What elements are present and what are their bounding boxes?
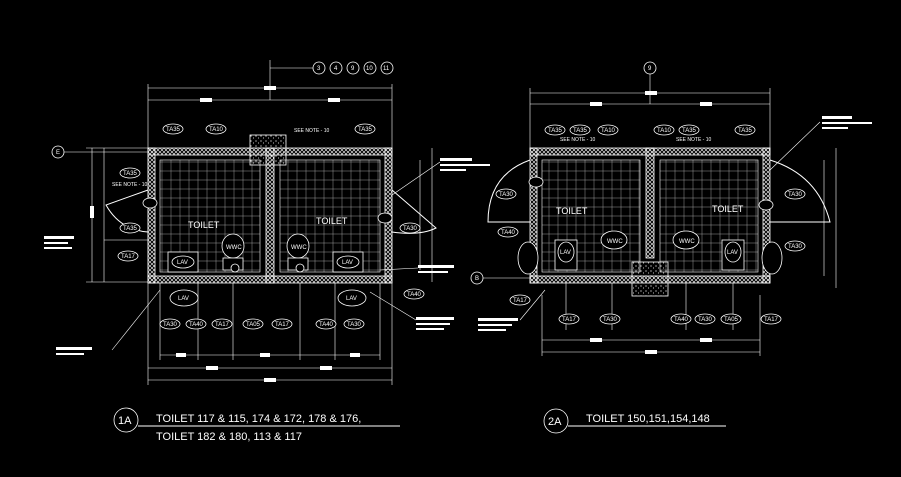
room-label-1a-left: TOILET xyxy=(188,220,220,230)
lav-lower-label-1a-right: LAV xyxy=(346,296,357,302)
room-label-2a-left: TOILET xyxy=(556,206,588,216)
title-bubble-2a xyxy=(543,408,569,434)
tag-2a-14: TA30 xyxy=(698,317,713,323)
grid-ref-2a-9: 9 xyxy=(648,66,652,72)
door-swing-1a-left xyxy=(105,189,149,233)
title-line2-1a: TOILET 182 & 180, 113 & 117 xyxy=(156,431,302,443)
grid-bubble-2a-9 xyxy=(643,61,657,75)
tag-1a-0: TA35 xyxy=(166,127,181,133)
tags-1a: TA35 TA10 TA35 TA35 TA35 TA30 TA17 TA30 … xyxy=(117,123,425,330)
grid-bubble-9 xyxy=(346,61,360,75)
grid-bubble-10 xyxy=(363,61,377,75)
door-swing-1a-right xyxy=(391,189,437,234)
grid-ref-b: B xyxy=(475,276,479,282)
tag-2a-12: TA30 xyxy=(603,317,618,323)
fixtures-left-1a: LAV WWC xyxy=(167,233,245,273)
tag-1a-12: TA40 xyxy=(319,322,334,328)
room-label-1a-right: TOILET xyxy=(316,216,348,226)
tag-2a-1: TA35 xyxy=(573,128,588,134)
tag-1a-4: TA35 xyxy=(123,226,138,232)
grid-ref-9: 9 xyxy=(351,66,355,72)
grid-bubble-11 xyxy=(380,61,394,75)
tag-1a-5: TA30 xyxy=(403,226,418,232)
see-note-1a-left: SEE NOTE - 10 xyxy=(112,182,148,188)
leader-notes-2a xyxy=(478,116,872,331)
lav-label-1a-left: LAV xyxy=(177,260,188,266)
tag-2a-11: TA17 xyxy=(562,317,577,323)
lav-lower-label-1a-left: LAV xyxy=(178,296,189,302)
lav-label-2a-left: LAV xyxy=(560,250,571,256)
door-swing-2a-left xyxy=(487,159,531,223)
tag-1a-2: TA35 xyxy=(358,127,373,133)
tag-2a-3: TA10 xyxy=(657,128,672,134)
grid-refs-2a: 9 B xyxy=(470,61,657,285)
grid-ref-11: 11 xyxy=(383,66,390,72)
grid-refs-1a: 3 4 9 10 11 E xyxy=(51,61,394,159)
tag-1a-3: TA35 xyxy=(123,171,138,177)
dimension-lines-2a xyxy=(529,74,837,356)
wall-center-2a xyxy=(645,147,655,259)
title-line1-1a: TOILET 117 & 115, 174 & 172, 178 & 176, xyxy=(156,413,361,425)
tag-1a-14: TA40 xyxy=(407,292,422,298)
tag-1a-8: TA40 xyxy=(189,322,204,328)
tags-2a: TA35 TA35 TA10 TA10 TA35 TA35 TA30 TA30 … xyxy=(495,124,806,325)
grid-ref-e: E xyxy=(56,150,60,156)
grid-ref-10: 10 xyxy=(366,66,373,72)
title-line1-2a: TOILET 150,151,154,148 xyxy=(586,413,710,425)
see-note-2a-right: SEE NOTE - 10 xyxy=(676,137,712,143)
drawing-id-2a: 2A xyxy=(548,416,562,428)
leader-notes-1a xyxy=(44,158,490,355)
plan-1a: LAV WWC LAV WWC LAV LAV TOILET TOILET SE… xyxy=(44,60,490,443)
tag-1a-6: TA17 xyxy=(121,254,136,260)
wall-right-2a xyxy=(762,147,771,284)
tag-1a-10: TA05 xyxy=(246,322,261,328)
wall-center-1a xyxy=(265,147,275,284)
title-bubble-1a xyxy=(113,407,139,433)
tag-2a-0: TA35 xyxy=(548,128,563,134)
plan-2a: LAV WWC WWC LAV TOILET TOILET SEE NOTE -… xyxy=(470,61,872,434)
tag-2a-9: TA30 xyxy=(788,244,803,250)
tag-1a-1: TA10 xyxy=(209,127,224,133)
tag-1a-11: TA17 xyxy=(275,322,290,328)
drawing-id-1a: 1A xyxy=(118,415,132,427)
wc-label-2a-left: WWC xyxy=(607,239,623,245)
door-swing-2a-right xyxy=(769,159,831,223)
tag-1a-7: TA30 xyxy=(163,322,178,328)
tag-2a-15: TA05 xyxy=(724,317,739,323)
title-block-1a: 1A TOILET 117 & 115, 174 & 172, 178 & 17… xyxy=(113,407,400,443)
title-block-2a: 2A TOILET 150,151,154,148 xyxy=(543,408,726,434)
tag-2a-10: TA17 xyxy=(513,298,528,304)
wall-left-1a xyxy=(147,147,156,284)
see-note-1a-right: SEE NOTE - 10 xyxy=(294,128,330,134)
grid-ref-3: 3 xyxy=(317,66,321,72)
fixtures-lower-1a: LAV LAV xyxy=(169,289,367,307)
tag-2a-6: TA30 xyxy=(499,192,514,198)
tag-1a-13: TA30 xyxy=(347,322,362,328)
tag-2a-2: TA10 xyxy=(601,128,616,134)
tag-2a-13: TA40 xyxy=(674,317,689,323)
lav-label-1a-right: LAV xyxy=(342,260,353,266)
fixtures-2a: LAV WWC WWC LAV xyxy=(517,230,783,275)
tag-2a-16: TA17 xyxy=(764,317,779,323)
room-label-2a-right: TOILET xyxy=(712,204,744,214)
lav-label-2a-right: LAV xyxy=(727,250,738,256)
tag-2a-7: TA30 xyxy=(788,192,803,198)
fixtures-right-1a: LAV WWC xyxy=(286,233,364,273)
wall-left-2a xyxy=(529,147,538,284)
tag-1a-9: TA17 xyxy=(215,322,230,328)
wc-label-1a-right: WWC xyxy=(291,245,307,251)
wc-label-2a-right: WWC xyxy=(679,239,695,245)
tag-2a-8: TA40 xyxy=(501,230,516,236)
grid-bubble-4 xyxy=(329,61,343,75)
tag-2a-5: TA35 xyxy=(738,128,753,134)
dimension-lines-1a xyxy=(86,60,433,385)
tag-2a-4: TA35 xyxy=(682,128,697,134)
wc-label-1a-left: WWC xyxy=(226,245,242,251)
grid-ref-4: 4 xyxy=(334,66,338,72)
see-note-2a-left: SEE NOTE - 10 xyxy=(560,137,596,143)
